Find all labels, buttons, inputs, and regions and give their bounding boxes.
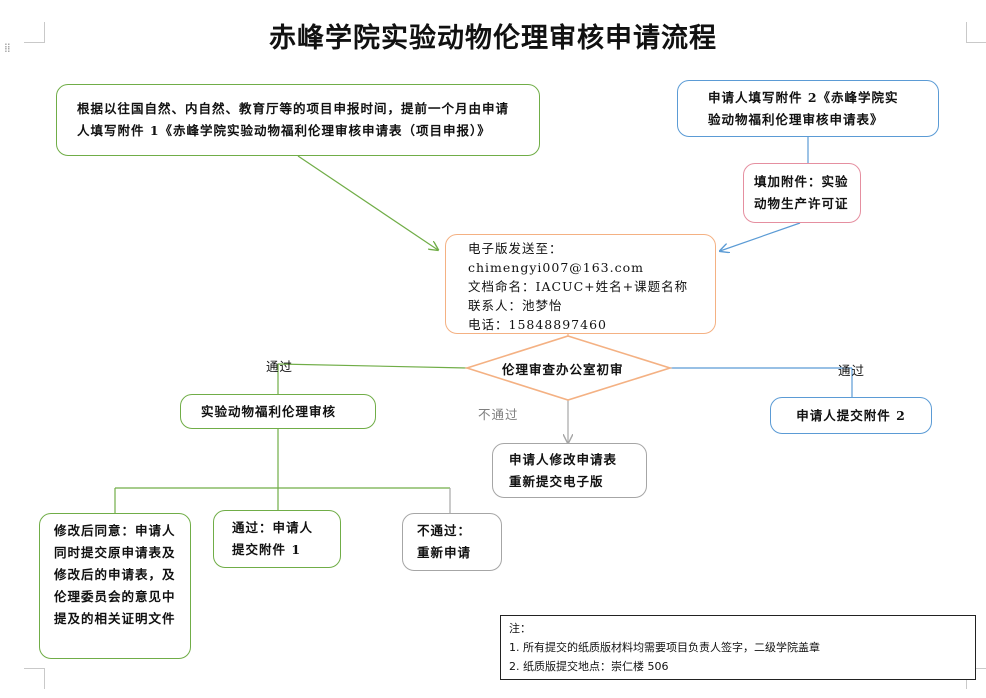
passed-submit1-text: 通过：申请人 提交附件 1 <box>232 520 314 557</box>
email-line-send-to: 电子版发送至： <box>468 241 563 256</box>
not-pass-label: 不通过 <box>478 407 519 422</box>
email-file-naming: 文档命名：IACUC+姓名+课题名称 <box>468 279 689 294</box>
passed-submit1-box: 通过：申请人 提交附件 1 <box>213 510 341 568</box>
notes-item-2: 2. 纸质版提交地点：崇仁楼 506 <box>509 660 669 673</box>
welfare-review-text: 实验动物福利伦理审核 <box>201 403 337 419</box>
revise-resubmit-text: 申请人修改申请表 重新提交电子版 <box>509 451 618 489</box>
arrow-license-to-email <box>720 222 801 251</box>
add-license-box: 填加附件：实验动物生产许可证 <box>743 163 861 223</box>
arrow-project-to-email <box>297 155 438 250</box>
project-apply-box: 根据以往国自然、内自然、教育厅等的项目申报时间，提前一个月由申请人填写附件 1《… <box>56 84 540 156</box>
email-address: chimengyi007@163.com <box>468 260 644 275</box>
attachment2-apply-box: 申请人填写附件 2《赤峰学院实验动物福利伦理审核申请表》 <box>677 80 939 137</box>
email-submit-box: 电子版发送至： chimengyi007@163.com 文档命名：IACUC+… <box>445 234 716 334</box>
notes-heading: 注： <box>509 622 531 635</box>
not-passed-text: 不通过： 重新申请 <box>417 523 472 560</box>
notes-box: 注： 1. 所有提交的纸质版材料均需要项目负责人签字，二级学院盖章 2. 纸质版… <box>500 615 976 680</box>
submit-attachment2-box: 申请人提交附件 2 <box>770 397 932 434</box>
line-review-to-left <box>277 363 468 369</box>
corner-mark-top-left <box>24 22 45 43</box>
attachment2-apply-text: 申请人填写附件 2《赤峰学院实验动物福利伦理审核申请表》 <box>708 89 899 127</box>
pass-label-left: 通过 <box>266 359 294 374</box>
revised-agree-box: 修改后同意：申请人同时提交原申请表及修改后的申请表，及伦理委员会的意见中提及的相… <box>39 513 191 659</box>
add-license-text: 填加附件：实验动物生产许可证 <box>754 174 849 211</box>
drag-handle-icon[interactable]: ⁞⁞ <box>4 41 11 55</box>
project-apply-text: 根据以往国自然、内自然、教育厅等的项目申报时间，提前一个月由申请人填写附件 1《… <box>77 101 510 138</box>
initial-review-diamond-shape <box>464 335 673 401</box>
initial-review-label: 伦理审查办公室初审 <box>502 362 624 377</box>
email-contact: 联系人：池梦怡 <box>468 298 563 313</box>
welfare-review-box: 实验动物福利伦理审核 <box>180 394 376 429</box>
revised-agree-text: 修改后同意：申请人同时提交原申请表及修改后的申请表，及伦理委员会的意见中提及的相… <box>54 523 176 626</box>
pass-label-right: 通过 <box>838 363 866 378</box>
submit-attachment2-text: 申请人提交附件 2 <box>796 407 906 423</box>
notes-item-1: 1. 所有提交的纸质版材料均需要项目负责人签字，二级学院盖章 <box>509 641 820 654</box>
not-passed-box: 不通过： 重新申请 <box>402 513 502 571</box>
email-phone: 电话：15848897460 <box>468 317 607 332</box>
corner-mark-top-right <box>966 22 986 43</box>
corner-mark-bottom-left <box>24 668 45 689</box>
revise-resubmit-box: 申请人修改申请表 重新提交电子版 <box>492 443 647 498</box>
page-title: 赤峰学院实验动物伦理审核申请流程 <box>269 23 717 54</box>
